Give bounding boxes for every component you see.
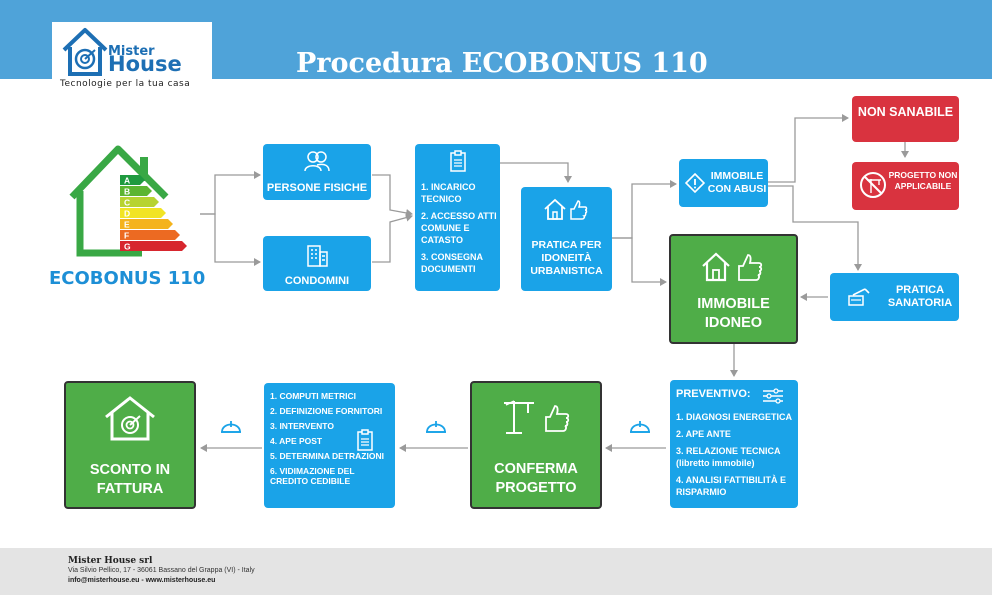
label-non-sanabile: NON SANABILE (857, 105, 954, 119)
box-immobile-idoneo[interactable]: IMMOBILE IDONEO (669, 234, 798, 344)
box-immobile-abusi[interactable]: IMMOBILE CON ABUSI (679, 159, 768, 207)
box-pratica-sanatoria[interactable]: PRATICA SANATORIA (830, 273, 959, 321)
box-non-sanabile[interactable]: NON SANABILE (852, 96, 959, 142)
clipboard-icon (450, 150, 466, 172)
footer-company: Mister House srl (68, 556, 153, 566)
preventivo-item: 3. RELAZIONE TECNICA (libretto immobile) (676, 446, 781, 468)
box-condomini[interactable]: CONDOMINI (263, 236, 371, 291)
helmet-icon (630, 421, 650, 433)
footer-contacts[interactable]: info@misterhouse.eu - www.misterhouse.eu (68, 577, 216, 584)
box-sconto-fattura[interactable]: SCONTO IN FATTURA (64, 381, 196, 509)
energy-class-bar (120, 241, 187, 251)
house-thumbs-up-icon (702, 252, 763, 282)
footer-address: Via Silvio Pellico, 17 - 36061 Bassano d… (68, 567, 255, 574)
lavori-item: 6. VIDIMAZIONE DEL CREDITO CEDIBILE (270, 466, 355, 486)
preventivo-item: 2. APE ANTE (676, 429, 731, 439)
energy-class-bar (120, 230, 180, 240)
lavori-item: 1. COMPUTI METRICI (270, 391, 356, 401)
label-pratica-sanatoria: PRATICA SANATORIA (887, 284, 953, 309)
preventivo-item: 1. DIAGNOSI ENERGETICA (676, 412, 793, 422)
no-crane-icon (860, 172, 886, 198)
label-condomini: CONDOMINI (284, 275, 350, 287)
helmet-icon (426, 421, 446, 433)
documenti-item: 1. INCARICO TECNICO (421, 182, 476, 204)
lavori-item: 4. APE POST (270, 436, 323, 446)
page-title: Procedura ECOBONUS 110 (296, 48, 708, 79)
energy-class-letter: C (124, 198, 130, 208)
building-icon (307, 245, 328, 267)
energy-class-letter: G (124, 242, 131, 252)
label-sconto-fattura: SCONTO IN FATTURA (89, 462, 171, 497)
list-documenti: 1. INCARICO TECNICO 2. ACCESSO ATTI COMUN… (421, 181, 499, 280)
energy-class-letter: B (124, 187, 130, 197)
helmet-icon (221, 421, 241, 433)
documenti-item: 3. CONSEGNA DOCUMENTI (421, 252, 483, 274)
label-pratica-idoneita: PRATICA PER IDONEITÀ URBANISTICA (530, 239, 603, 277)
ecobonus-label: ECOBONUS 110 (49, 268, 206, 289)
clipboard-icon (357, 429, 373, 451)
list-lavori: 1. COMPUTI METRICI 2. DEFINIZIONE FORNITO… (270, 391, 394, 491)
box-progetto-non-applicabile[interactable]: PROGETTO NON APPLICABILE (852, 162, 959, 210)
people-icon (304, 151, 330, 172)
energy-class-bar (120, 186, 152, 196)
box-persone-fisiche[interactable]: PERSONE FISICHE (263, 144, 371, 200)
warning-icon (685, 173, 705, 193)
label-persone-fisiche: PERSONE FISICHE (266, 182, 368, 194)
lavori-item: 5. DETERMINA DETRAZIONI (270, 451, 384, 461)
energy-class-bar (120, 219, 173, 229)
label-immobile-idoneo: IMMOBILE IDONEO (697, 296, 770, 331)
logo-tagline: Tecnologie per la tua casa (60, 79, 191, 89)
label-immobile-abusi: IMMOBILE CON ABUSI (707, 170, 767, 195)
lavori-item: 2. DEFINIZIONE FORNITORI (270, 406, 383, 416)
box-documenti[interactable]: 1. INCARICO TECNICO 2. ACCESSO ATTI COMUN… (415, 144, 500, 291)
logo-house-word: House (108, 52, 182, 76)
label-conferma-progetto: CONFERMA PROGETTO (494, 461, 578, 496)
box-conferma-progetto[interactable]: CONFERMA PROGETTO (470, 381, 602, 509)
energy-class-letter: A (124, 176, 130, 186)
documenti-item: 2. ACCESSO ATTI COMUNE E CATASTO (421, 211, 497, 245)
energy-class-letter: E (124, 220, 130, 230)
energy-class-bar (120, 175, 145, 185)
preventivo-item: 4. ANALISI FATTIBILITÀ E RISPARMIO (676, 475, 786, 497)
energy-class-bar (120, 208, 166, 218)
crane-thumbs-up-icon (504, 400, 570, 434)
energy-class-letter: F (124, 231, 129, 241)
sliders-icon (763, 388, 783, 404)
house-thumbs-up-icon (544, 198, 588, 220)
label-preventivo-title: PREVENTIVO: (676, 388, 751, 400)
lavori-item: 3. INTERVENTO (270, 421, 334, 431)
box-pratica-idoneita[interactable]: PRATICA PER IDONEITÀ URBANISTICA (521, 187, 612, 291)
tools-house-icon (848, 288, 870, 306)
logo-house-icon (62, 28, 108, 76)
energy-class-letter: D (124, 209, 130, 219)
box-lavori[interactable]: 1. COMPUTI METRICI 2. DEFINIZIONE FORNITO… (264, 383, 395, 508)
box-preventivo[interactable]: PREVENTIVO: 1. DIAGNOSI ENERGETICA 2. APE… (670, 380, 798, 508)
list-preventivo: 1. DIAGNOSI ENERGETICA 2. APE ANTE 3. RELA… (676, 411, 794, 503)
footer (0, 548, 992, 595)
energy-class-bar (120, 197, 159, 207)
logo-mister: Mister (108, 44, 155, 59)
label-progetto-non-applicabile: PROGETTO NON APPLICABILE (888, 170, 958, 191)
target-house-icon (105, 396, 155, 441)
